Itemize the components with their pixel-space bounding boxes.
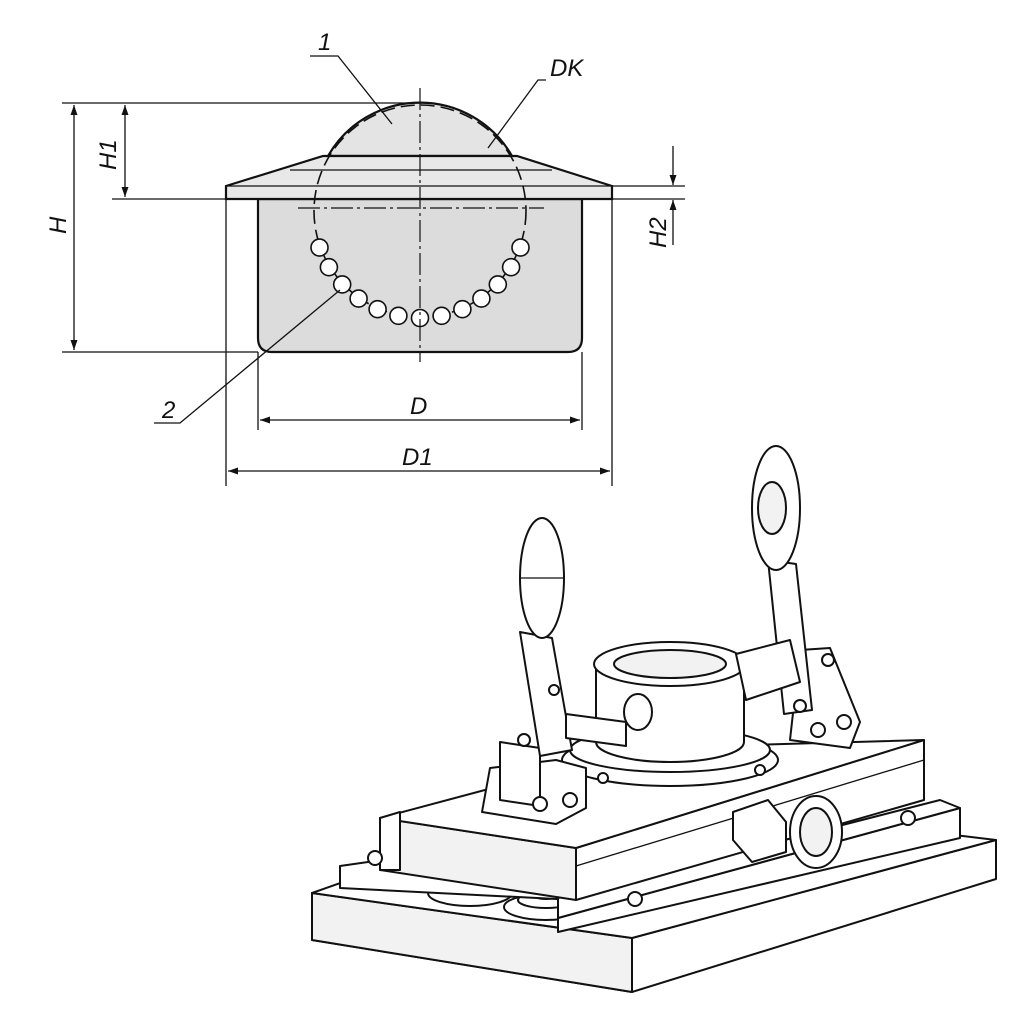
workpiece-holder <box>561 641 779 787</box>
support-ball <box>319 257 339 277</box>
leader-dk <box>487 79 546 149</box>
plunger-knob <box>732 795 843 869</box>
support-ball <box>453 299 472 319</box>
ball-transfer-unit-section: 1 DK H H1 H2 2 D D1 <box>45 29 685 486</box>
dimension-h2-label: H2 <box>645 217 672 248</box>
housing-body <box>256 197 584 354</box>
support-ball <box>332 275 352 294</box>
housing-flange <box>224 154 614 201</box>
support-ball <box>310 238 329 257</box>
leader-ball <box>310 55 393 125</box>
dimension-d1-label: D1 <box>402 444 433 471</box>
support-ball <box>432 306 451 326</box>
support-ball <box>349 289 368 308</box>
leader-balls <box>154 289 341 424</box>
support-ball <box>511 238 530 257</box>
dimension-dk-label: DK <box>550 55 584 82</box>
support-ball <box>488 275 508 294</box>
support-balls <box>310 238 530 328</box>
dimension-h1-label: H1 <box>95 139 122 170</box>
support-ball <box>368 299 387 319</box>
callout-balls-label: 2 <box>161 397 175 424</box>
dimension-h-label: H <box>45 216 72 234</box>
support-ball <box>472 289 491 308</box>
dimension-d-label: D <box>410 393 427 420</box>
support-ball <box>501 257 521 277</box>
fixture-isometric-view <box>311 445 997 993</box>
support-ball <box>389 306 408 326</box>
callout-ball-label: 1 <box>318 29 331 56</box>
right-toggle-clamp <box>735 445 861 749</box>
left-toggle-clamp <box>481 517 627 825</box>
